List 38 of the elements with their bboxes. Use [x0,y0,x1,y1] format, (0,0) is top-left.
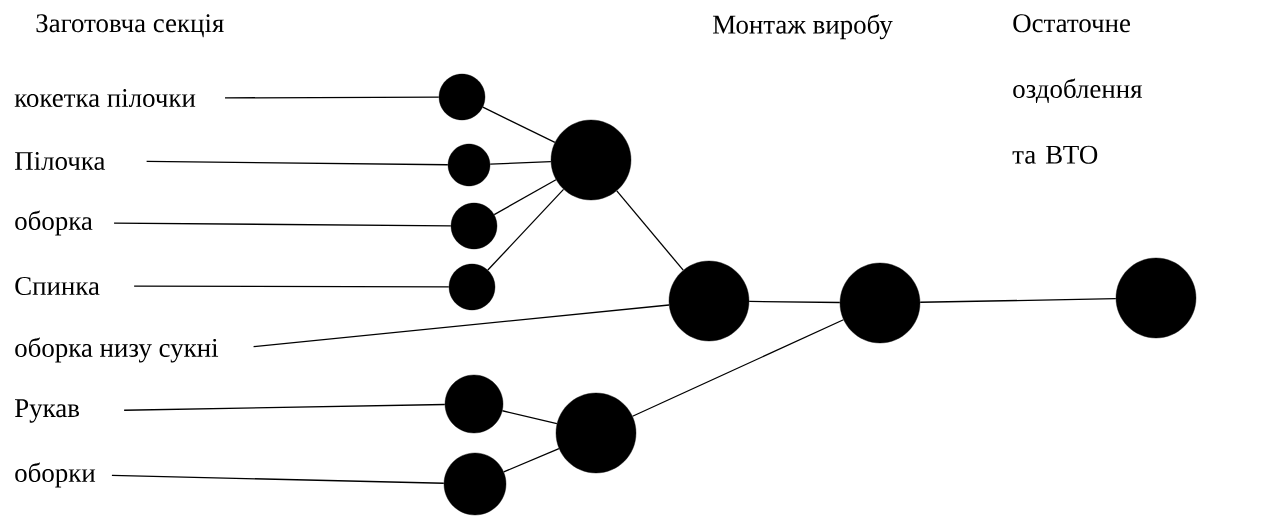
part-label: оборки [15,462,96,488]
operation-circle [839,262,921,344]
operation-circle [448,263,496,311]
operation-circle [447,143,491,187]
operation-circle [668,260,750,342]
connector-line [252,304,670,348]
connector-line [113,222,452,227]
connector-line [616,190,684,271]
connector-line [503,447,560,473]
connector-line [111,474,445,484]
section-heading: Остаточне оздоблення та ВТО [1012,14,1142,164]
operation-circle [450,202,498,250]
section-heading: Заготовча секція [36,14,224,38]
connector-line [493,179,557,216]
operation-circle [444,374,504,434]
connector-line [489,161,552,165]
operation-circle [443,452,507,516]
operation-circle [1115,257,1197,339]
connector-line [919,298,1117,303]
operation-circle [438,73,486,121]
connector-line [133,285,450,288]
connector-line [748,300,841,304]
connector-line [482,106,556,143]
part-label: оборка низу сукні [15,337,219,363]
connector-line [631,319,845,417]
operation-circle [550,119,632,201]
connector-line [123,403,446,411]
connector-line [224,96,440,99]
part-label: Рукав [15,399,79,423]
part-label: Пілочка [15,151,106,171]
connector-line [145,160,449,166]
connector-line [501,410,558,425]
section-heading: Монтаж виробу [713,14,893,40]
operation-circle [555,392,637,474]
part-label: оборка [15,210,93,236]
connector-line [487,188,565,271]
part-label: Спинка [15,276,100,296]
part-label: кокетка пілочки [14,88,196,108]
